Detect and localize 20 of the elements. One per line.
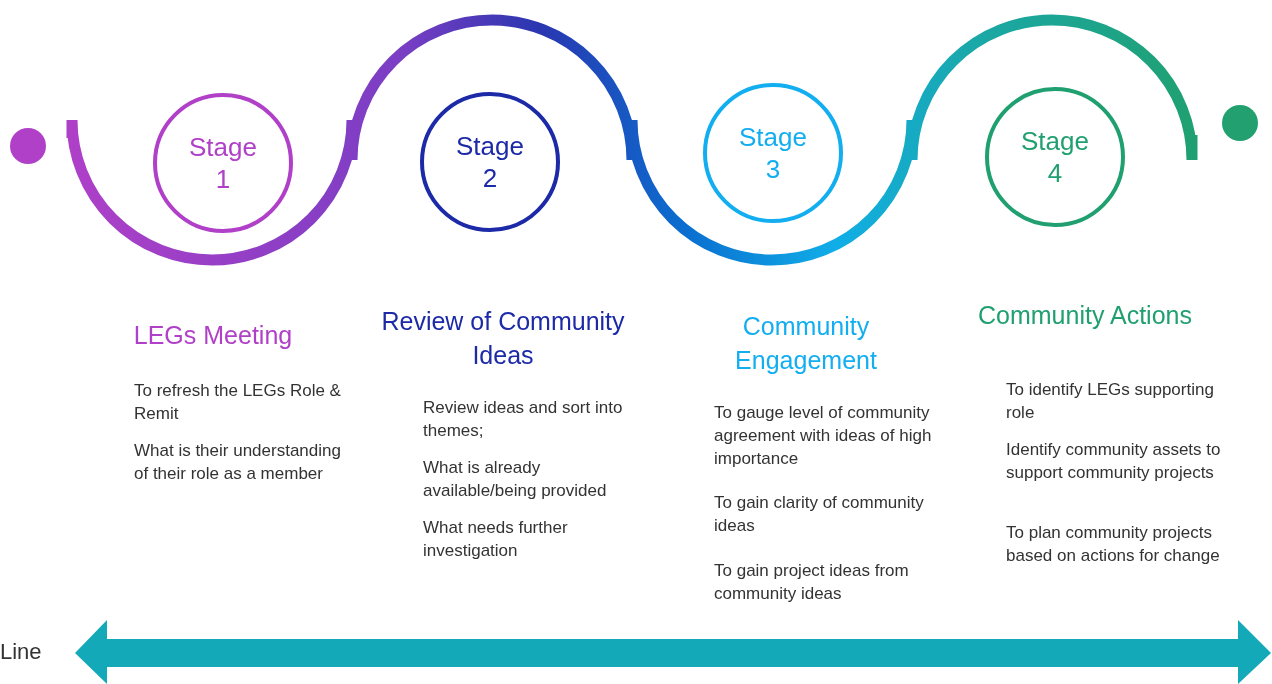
stage-description: Review ideas and sort into themes; <box>423 397 624 442</box>
stage-description: To gain clarity of community ideas <box>714 492 925 537</box>
stage-circle: Stage 1 <box>153 93 293 233</box>
stage-description: To gain project ideas from community ideas <box>714 560 910 605</box>
stage-circle: Stage 3 <box>703 83 843 223</box>
stage-description: Identify community assets to support community projects <box>1006 439 1222 484</box>
stage-description: To gauge level of community agreement with ideas of high importance <box>714 402 933 470</box>
stage-heading: Review of Community Ideas <box>380 306 626 371</box>
stage-description: What needs further investigation <box>423 517 569 562</box>
stage-description: What is their understanding of their role as a member <box>134 440 342 485</box>
stage-circle: Stage 2 <box>420 92 560 232</box>
stage-description: To identify LEGs supporting role <box>1006 379 1215 424</box>
stage-heading: Community Engagement <box>734 311 878 376</box>
axis-label: Line <box>0 638 43 666</box>
stage-description: To plan community projects based on actions for change <box>1006 522 1221 567</box>
stage-description: What is already available/being provided <box>423 457 608 502</box>
stage-heading: LEGs Meeting <box>132 320 294 351</box>
stage-circle: Stage 4 <box>985 87 1125 227</box>
stage-heading: Community Actions <box>977 300 1193 331</box>
stage-description: To refresh the LEGs Role & Remit <box>134 380 342 425</box>
